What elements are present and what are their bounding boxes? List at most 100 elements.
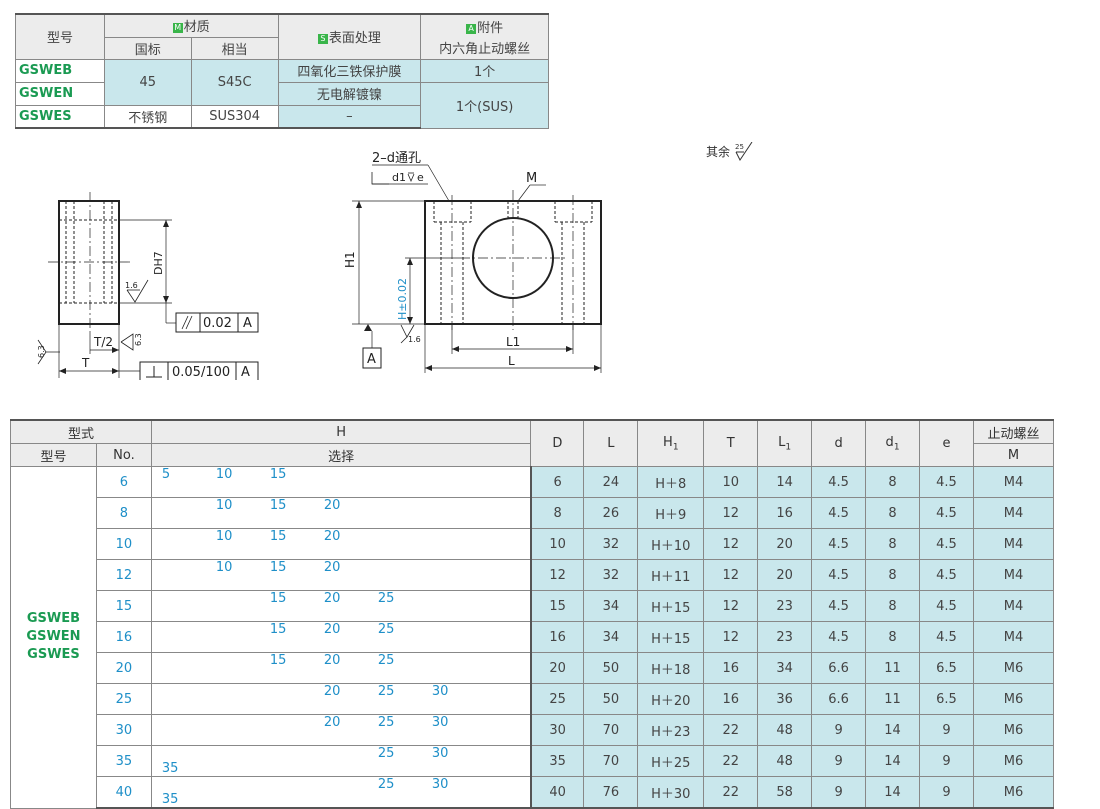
cell-d1: 8 [865,590,921,622]
cell-T: 22 [703,745,759,777]
header-d: d [811,419,867,467]
header-type: 型式 [10,419,152,444]
h-value: 15 [269,591,287,606]
svg-text:T/2: T/2 [93,335,113,349]
h-value: 15 [269,560,287,575]
cell-L: 32 [583,559,639,591]
h-value: 15 [269,498,287,513]
model-code: GSWEN [26,629,81,645]
row-code: GSWEN [15,81,105,106]
header-e: e [919,419,974,467]
svg-text:25: 25 [735,143,744,151]
h-value: 35 [161,792,179,807]
cell-T: 12 [703,497,759,529]
cell-L1: 23 [757,590,813,622]
row-accessory: 1个 [420,58,549,83]
row-surface: – [277,104,422,129]
cell-T: 12 [703,559,759,591]
cell-D: 10 [529,528,585,560]
svg-text:6.3: 6.3 [134,333,143,346]
model-code: GSWES [27,647,80,663]
cell-L1: 16 [757,497,813,529]
svg-text:A: A [367,352,376,367]
cell-H1: H＋9 [637,497,705,529]
cell-L1: 48 [757,714,813,746]
row-surface: 无电解镀镍 [277,81,422,106]
cell-D: 30 [529,714,585,746]
dimension-table: 型式 H D L H1 T L1 d d1 e 止动螺丝 型号 No. 选择 M… [10,419,1055,809]
h-value: 35 [161,761,179,776]
cell-M: M4 [972,528,1055,560]
h-value: 15 [269,529,287,544]
h-value: 30 [431,746,449,761]
cell-L: 24 [583,466,639,498]
header-standard-national: 国标 [103,36,192,60]
cell-L: 26 [583,497,639,529]
header-accessory-sub: 内六角止动螺丝 [420,37,549,60]
cell-D: 20 [529,652,585,684]
svg-text:A: A [243,316,252,331]
header-model: 型号 [10,443,97,467]
cell-e: 4.5 [919,466,974,498]
cell-D: 25 [529,683,585,715]
header-H: H [150,419,532,444]
cell-T: 16 [703,683,759,715]
cell-L1: 20 [757,528,813,560]
svg-text:H1: H1 [343,251,357,268]
h-value: 25 [377,684,395,699]
cell-e: 9 [919,714,974,746]
cell-D: 6 [529,466,585,498]
cell-D: 12 [529,559,585,591]
cell-e: 4.5 [919,528,974,560]
h-value: 10 [215,529,233,544]
cell-H1: H＋8 [637,466,705,498]
cell-d1: 8 [865,497,921,529]
cell-e: 9 [919,776,974,809]
technical-drawing: DH7 0.02 A 1.6 T T/2 6.3 6.3 [37,151,602,380]
cell-T: 22 [703,776,759,809]
cell-H1: H＋25 [637,745,705,777]
row-no: 20 [95,652,152,684]
row-code: GSWEB [15,58,105,83]
svg-text:M: M [526,171,537,186]
header-M: M [972,443,1055,467]
cell-M: M6 [972,714,1055,746]
h-value: 20 [323,684,341,699]
header-D: D [530,419,585,467]
cell-d: 9 [811,714,867,746]
side-view: DH7 0.02 A 1.6 T T/2 6.3 6.3 [37,192,259,380]
accessory-badge: A [466,23,477,34]
cell-L: 50 [583,652,639,684]
header-T: T [703,419,759,467]
cell-d1: 14 [865,776,921,809]
header-screw: 止动螺丝 [972,419,1055,444]
cell-L1: 20 [757,559,813,591]
row-code: GSWES [15,104,105,129]
cell-M: M4 [972,466,1055,498]
svg-text:0.02: 0.02 [203,316,232,331]
cell-T: 16 [703,652,759,684]
h-value: 20 [323,622,341,637]
svg-text:1.6: 1.6 [125,281,138,290]
cell-L1: 36 [757,683,813,715]
cell-L: 32 [583,528,639,560]
cell-d: 4.5 [811,621,867,653]
cell-D: 16 [529,621,585,653]
cell-e: 4.5 [919,497,974,529]
h-value: 20 [323,560,341,575]
cell-H1: H＋15 [637,590,705,622]
cell-d: 4.5 [811,590,867,622]
cell-H1: H＋10 [637,528,705,560]
h-value: 15 [269,653,287,668]
cell-M: M6 [972,683,1055,715]
row-no: 15 [95,590,152,622]
